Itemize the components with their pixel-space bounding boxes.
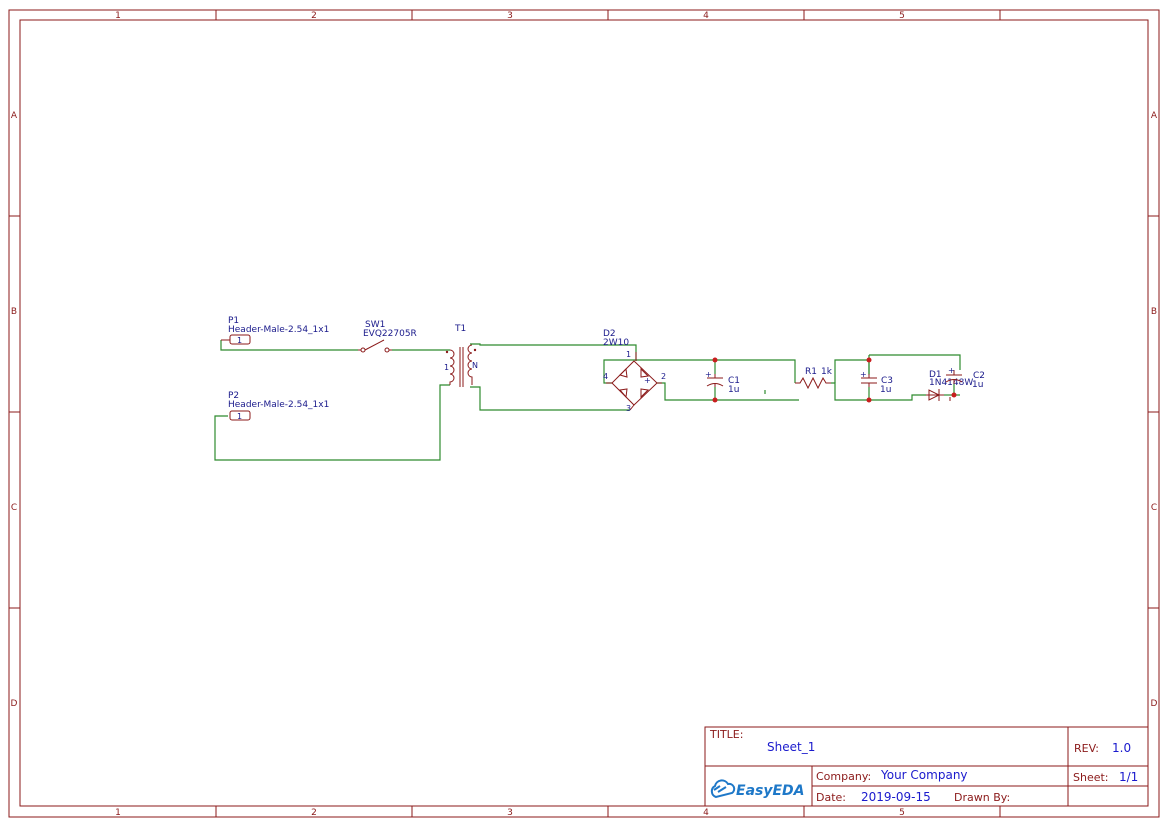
d1-ref: D1 xyxy=(929,370,942,380)
wire-t1-d2-pin3 xyxy=(470,386,630,411)
rev-label: REV: xyxy=(1074,742,1099,755)
capacitor-c1[interactable]: + C1 1u xyxy=(705,370,740,395)
junction-dot xyxy=(951,392,957,398)
zone-col-bottom: 4 xyxy=(703,808,709,818)
t1-pin-primary: 1 xyxy=(444,363,449,372)
header-p1[interactable]: 1 P1 Header-Male-2.54_1x1 xyxy=(221,316,329,345)
capacitor-c3[interactable]: + C3 1u xyxy=(860,370,893,395)
c2-value: 1u xyxy=(972,380,983,390)
zone-col-top: 5 xyxy=(899,11,905,21)
zone-col-top: 4 xyxy=(703,11,709,21)
date-value: 2019-09-15 xyxy=(861,790,931,804)
d2-value: 2W10 xyxy=(603,338,629,348)
d2-pin2: 2 xyxy=(661,372,666,381)
diode-d1[interactable]: D1 1N4148W xyxy=(926,370,973,401)
zone-row-left: C xyxy=(11,503,17,513)
zone-labels: 1 2 3 4 5 1 2 3 4 5 A B C D A B C D xyxy=(11,11,1158,818)
easyeda-logo: EasyEDA xyxy=(710,779,805,799)
wire-c3-d1 xyxy=(868,387,926,401)
c3-plus: + xyxy=(860,370,867,379)
zone-col-bottom: 3 xyxy=(507,808,513,818)
header-p2[interactable]: 1 P2 Header-Male-2.54_1x1 xyxy=(228,391,329,421)
switch-sw1[interactable]: SW1 EVQ22705R xyxy=(358,320,417,353)
junction-dot xyxy=(866,357,872,363)
d2-pin1: 1 xyxy=(626,350,631,359)
wire-d2-pin2 xyxy=(657,382,799,401)
wire-p1-sw1 xyxy=(220,340,358,351)
cloud-icon-link xyxy=(713,785,727,793)
bridge-rectifier-d2[interactable]: + 1 2 3 4 D2 2W10 xyxy=(603,329,666,413)
junctions xyxy=(712,357,957,403)
title-block: TITLE: Sheet_1 REV: 1.0 Company: Your Co… xyxy=(704,726,1149,807)
zone-col-top: 2 xyxy=(311,11,317,21)
title-value: Sheet_1 xyxy=(767,740,815,754)
t1-dot xyxy=(473,348,477,352)
cloud-icon xyxy=(710,779,736,799)
zone-row-right: D xyxy=(1151,699,1158,709)
c3-value: 1u xyxy=(880,385,891,395)
zone-col-bottom: 1 xyxy=(115,808,121,818)
junction-dot xyxy=(712,397,718,403)
t1-ref: T1 xyxy=(454,324,466,334)
zone-col-bottom: 2 xyxy=(311,808,317,818)
sheet-value: 1/1 xyxy=(1119,770,1138,784)
wire-t1-d2-pin1 xyxy=(470,343,637,361)
zone-row-right: B xyxy=(1151,307,1157,317)
junction-dot xyxy=(712,357,718,363)
c2-plus: + xyxy=(948,366,955,375)
company-value: Your Company xyxy=(880,768,968,782)
t1-dot xyxy=(445,350,449,354)
logo-text: EasyEDA xyxy=(736,783,805,799)
c3-ref: C3 xyxy=(881,376,893,386)
t1-pin-secondary: N xyxy=(472,361,478,370)
capacitor-c2[interactable]: + C2 1u xyxy=(945,366,985,390)
zone-col-top: 1 xyxy=(115,11,121,21)
company-label: Company: xyxy=(816,770,871,783)
zone-col-bottom: 5 xyxy=(899,808,905,818)
wire-t1-p2 xyxy=(214,384,450,461)
transformer-t1[interactable]: 1 N T1 xyxy=(444,324,478,387)
c1-plus: + xyxy=(705,370,712,379)
d1-value: 1N4148W xyxy=(929,378,973,388)
wires xyxy=(214,340,961,461)
zone-row-right: A xyxy=(1151,111,1158,121)
c2-ref: C2 xyxy=(973,371,985,381)
p1-ref: P1 xyxy=(228,316,239,326)
title-label: TITLE: xyxy=(709,728,743,741)
r1-value: 1k xyxy=(821,367,833,377)
c1-value: 1u xyxy=(728,385,739,395)
junction-dot xyxy=(866,397,872,403)
zone-row-left: D xyxy=(11,699,18,709)
zone-row-right: C xyxy=(1151,503,1157,513)
d2-ref: D2 xyxy=(603,329,616,339)
r1-ref: R1 xyxy=(805,367,817,377)
p1-pin-number: 1 xyxy=(237,336,242,345)
p2-pin-number: 1 xyxy=(237,412,242,421)
p2-value: Header-Male-2.54_1x1 xyxy=(228,400,329,410)
rev-value: 1.0 xyxy=(1112,741,1131,755)
sw1-value: EVQ22705R xyxy=(363,329,417,339)
c1-ref: C1 xyxy=(728,376,740,386)
resistor-r1[interactable]: R1 1k xyxy=(795,367,833,390)
wire-d2-pin4 xyxy=(603,359,796,384)
zone-col-top: 3 xyxy=(507,11,513,21)
p1-value: Header-Male-2.54_1x1 xyxy=(228,325,329,335)
zone-row-left: B xyxy=(11,307,17,317)
sw1-ref: SW1 xyxy=(365,320,385,330)
sheet-label: Sheet: xyxy=(1073,771,1109,784)
wire-r1-c3 xyxy=(831,382,869,401)
wire-top-rail-c2 xyxy=(869,354,961,370)
zone-row-left: A xyxy=(11,111,18,121)
d2-pin4: 4 xyxy=(603,372,608,381)
d2-pin3: 3 xyxy=(626,404,631,413)
drawn-by-label: Drawn By: xyxy=(954,791,1010,804)
date-label: Date: xyxy=(816,791,846,804)
d2-plus-sign: + xyxy=(644,376,651,385)
sheet-frame xyxy=(8,9,1160,818)
p2-ref: P2 xyxy=(228,391,239,401)
